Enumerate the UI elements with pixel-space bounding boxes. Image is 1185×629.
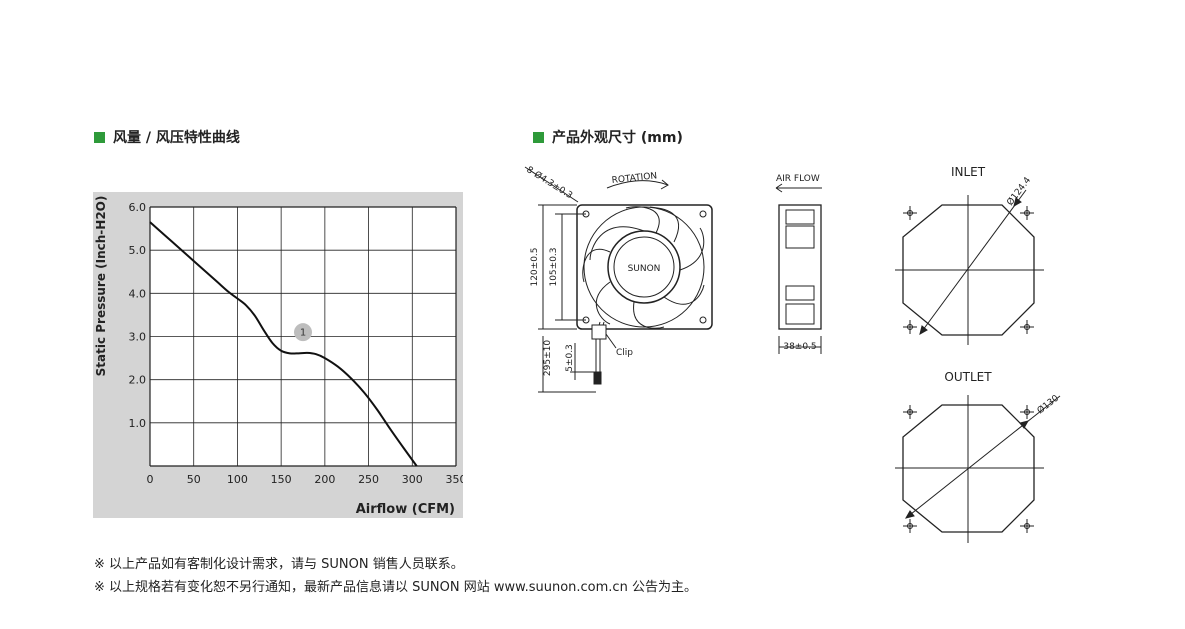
- rotation-label: ROTATION: [611, 171, 657, 186]
- outlet-label: OUTLET: [944, 370, 992, 384]
- dims-section-title: 产品外观尺寸 (mm): [533, 127, 683, 147]
- curve-section-title: 风量 / 风压特性曲线: [94, 127, 240, 147]
- dim-295-label: 295±10: [543, 340, 553, 376]
- y-tick-label: 6.0: [129, 201, 147, 214]
- air-flow-arrow-icon: [775, 183, 822, 193]
- x-tick-label: 250: [358, 473, 379, 486]
- pq-curve-line: [149, 221, 418, 467]
- fan-front-view: [576, 204, 713, 330]
- chart-panel: 0501001502002503003501.02.03.04.05.06.0 …: [93, 192, 463, 518]
- dim-120-label: 120±0.5: [530, 247, 540, 286]
- rotation-arrow-icon: [660, 179, 669, 190]
- x-axis-label: Airflow (CFM): [356, 502, 455, 517]
- air-flow-label: AIR FLOW: [776, 174, 820, 184]
- x-tick-label: 0: [147, 473, 154, 486]
- outlet-diameter-label: Ø130: [1035, 393, 1061, 417]
- curve-title-text: 风量 / 风压特性曲线: [113, 130, 240, 146]
- x-tick-label: 50: [187, 473, 201, 486]
- inlet-view: [895, 189, 1044, 345]
- outlet-mount-holes: [903, 405, 1034, 533]
- x-tick-label: 350: [446, 473, 464, 486]
- x-tick-label: 200: [314, 473, 335, 486]
- green-square-icon: [533, 131, 544, 143]
- y-tick-label: 2.0: [129, 374, 147, 387]
- x-tick-label: 300: [402, 473, 423, 486]
- annotation-label: 1: [300, 328, 306, 339]
- fan-cable: [591, 321, 617, 385]
- y-axis-label: Static Pressure (Inch-H2O): [94, 196, 108, 377]
- rotation-arc: [606, 180, 669, 189]
- brand-label: SUNON: [628, 264, 661, 274]
- y-tick-label: 1.0: [129, 417, 147, 430]
- green-square-icon: [94, 131, 105, 143]
- inlet-mount-holes: [903, 206, 1034, 334]
- dim-5-label: 5±0.3: [565, 344, 575, 372]
- dim-38-label: 38±0.5: [783, 342, 816, 352]
- y-tick-label: 4.0: [129, 287, 147, 300]
- dim-105-label: 105±0.3: [549, 247, 559, 286]
- x-tick-label: 100: [227, 473, 248, 486]
- fan-dimension-drawing: 8-Ø4.3±0.3 ROTATION SUNON Clip: [524, 164, 1061, 543]
- grid: [149, 206, 457, 467]
- outlet-view: [895, 395, 1061, 543]
- y-tick-label: 3.0: [129, 331, 147, 344]
- height-dimensions: [538, 204, 596, 393]
- note-spec-change: ※ 以上规格若有变化恕不另行通知，最新产品信息请以 SUNON 网站 www.s…: [94, 580, 697, 595]
- tick-labels: 0 50 100 150 200 250 300 350 1.0 2.0 3.0 4.0 5.0 6.0: [129, 201, 464, 486]
- x-tick-label: 150: [271, 473, 292, 486]
- hole-label: 8-Ø4.3±0.3: [524, 164, 574, 201]
- dims-title-text: 产品外观尺寸 (mm): [552, 130, 683, 146]
- y-tick-label: 5.0: [129, 244, 147, 257]
- annotation-circle: [294, 323, 312, 342]
- fan-side-view: [778, 204, 822, 354]
- pq-curve-chart: 0501001502002503003501.02.03.04.05.06.0 …: [94, 196, 464, 517]
- note-customization: ※ 以上产品如有客制化设计需求，请与 SUNON 销售人员联系。: [94, 557, 464, 572]
- hole-leader-line: [524, 166, 579, 203]
- inlet-label: INLET: [951, 165, 986, 179]
- clip-label: Clip: [616, 348, 633, 358]
- curve-annotation: 1: [294, 323, 312, 342]
